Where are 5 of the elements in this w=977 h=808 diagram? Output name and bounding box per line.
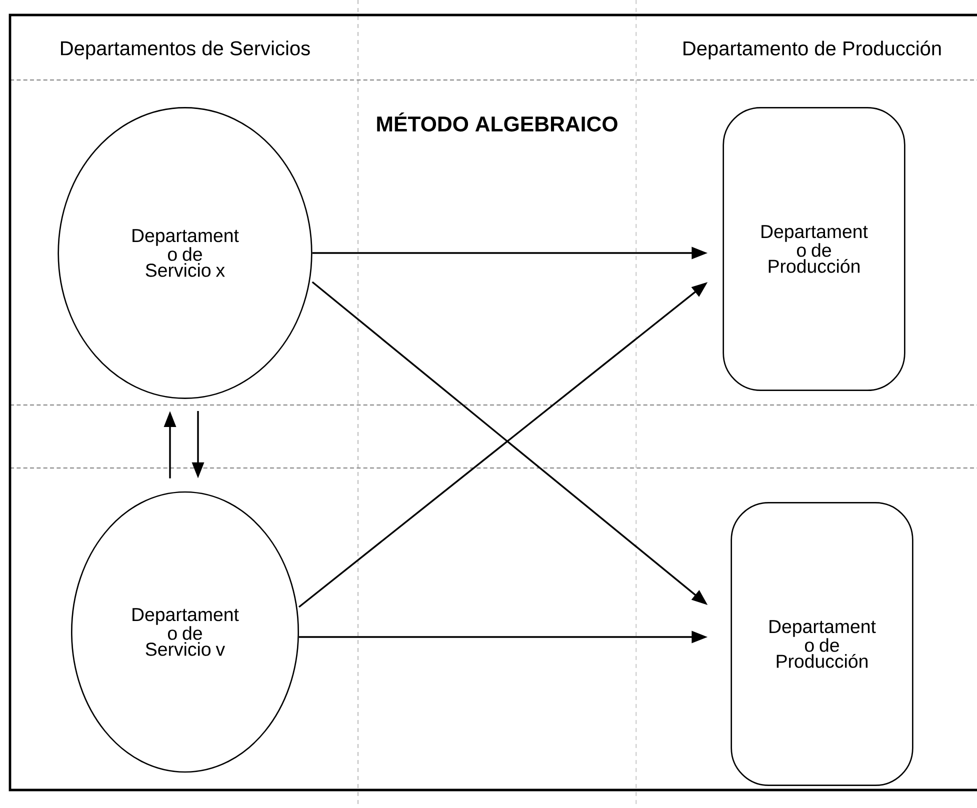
process-box: Departament o de Producción xyxy=(730,502,914,786)
column-header: Departamento de Producción xyxy=(684,40,941,60)
column-header: Departamentos de Servicios xyxy=(61,40,310,60)
diagram-title: MÉTODO ALGEBRAICO xyxy=(377,112,618,132)
process-box: Departament o de Producción xyxy=(722,107,906,391)
